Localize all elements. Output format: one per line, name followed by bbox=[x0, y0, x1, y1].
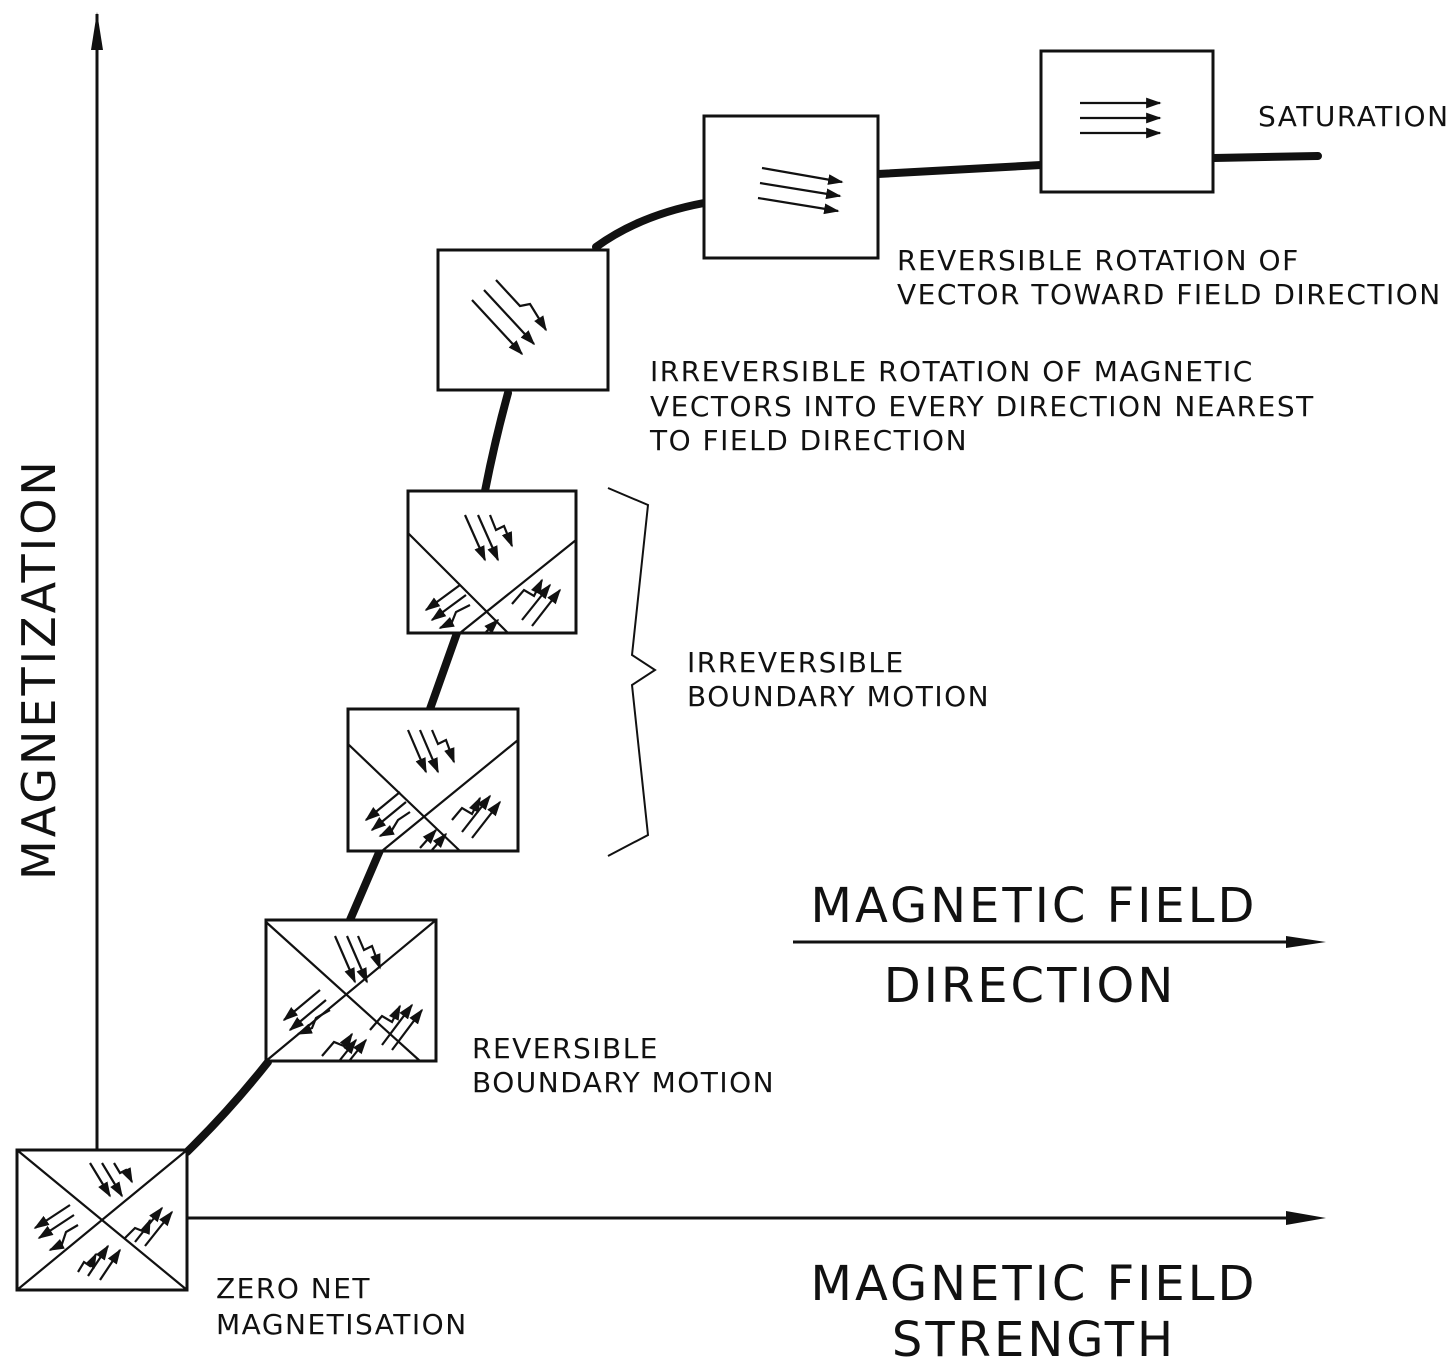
x-axis-label-line2: STRENGTH bbox=[892, 1312, 1176, 1367]
x-axis-label-line1: MAGNETIC FIELD bbox=[811, 1256, 1258, 1312]
domain-box-reversible-boundary bbox=[264, 918, 438, 1063]
irreversible-rotation-label-line1: IRREVERSIBLE ROTATION OF MAGNETIC bbox=[650, 355, 1254, 388]
domain-box-saturation bbox=[1039, 49, 1215, 194]
zero-net-label-line1: ZERO NET bbox=[216, 1272, 371, 1305]
domain-box-irreversible-boundary-1 bbox=[346, 707, 520, 853]
field-direction-arrowhead bbox=[1286, 936, 1326, 948]
field-direction-label-line2: DIRECTION bbox=[884, 958, 1176, 1014]
domain-box-zero-net bbox=[15, 1148, 189, 1292]
reversible-boundary-label-line2: BOUNDARY MOTION bbox=[472, 1066, 775, 1099]
reversible-rotation-label-line1: REVERSIBLE ROTATION OF bbox=[897, 244, 1300, 277]
irreversible-boundary-label-line2: BOUNDARY MOTION bbox=[687, 680, 990, 713]
irreversible-rotation-label-line2: VECTORS INTO EVERY DIRECTION NEAREST bbox=[650, 390, 1315, 423]
field-direction-label-line1: MAGNETIC FIELD bbox=[811, 878, 1258, 934]
domain-box-reversible-rotation bbox=[702, 114, 880, 260]
y-axis-label: MAGNETIZATION bbox=[12, 458, 66, 880]
zero-net-label-line2: MAGNETISATION bbox=[216, 1308, 468, 1341]
reversible-rotation-label-line2: VECTOR TOWARD FIELD DIRECTION bbox=[897, 278, 1442, 311]
irreversible-boundary-label-line1: IRREVERSIBLE bbox=[687, 646, 905, 679]
domain-box-irreversible-boundary-2 bbox=[406, 489, 578, 635]
x-axis-arrowhead bbox=[1286, 1211, 1326, 1225]
saturation-label: SATURATION bbox=[1258, 100, 1448, 133]
reversible-boundary-label-line1: REVERSIBLE bbox=[472, 1032, 659, 1065]
irreversible-rotation-label-line3: TO FIELD DIRECTION bbox=[649, 424, 968, 457]
domain-box-irreversible-rotation bbox=[436, 248, 610, 392]
y-axis-arrowhead bbox=[91, 12, 103, 50]
irreversible-boundary-bracket bbox=[607, 487, 657, 857]
magnetization-curve bbox=[183, 152, 1322, 1156]
